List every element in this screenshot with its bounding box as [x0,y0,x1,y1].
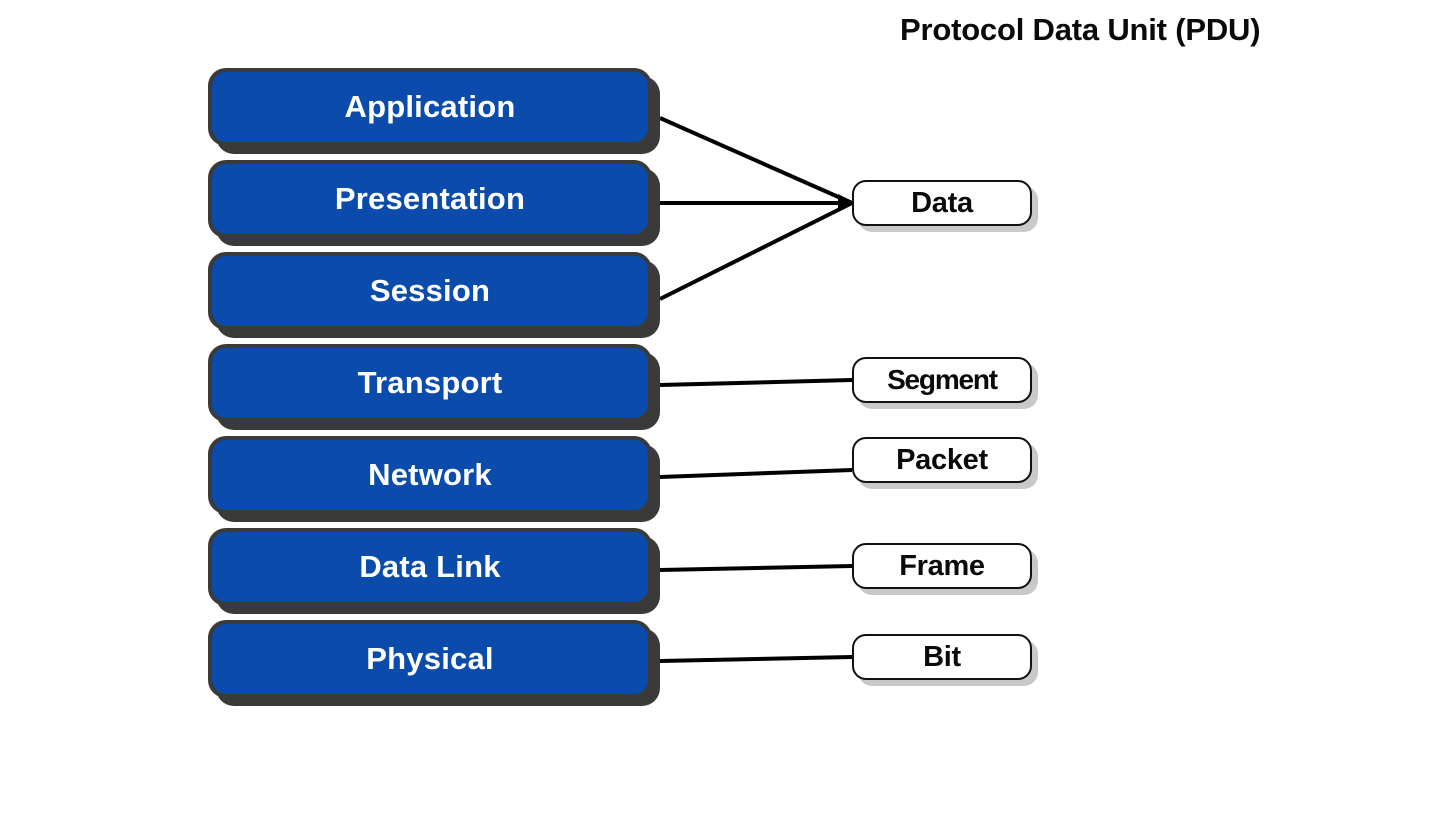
layer-row-transport[interactable]: Transport [208,344,660,430]
layer-box-session[interactable]: Session [208,252,652,330]
layer-box-data-link[interactable]: Data Link [208,528,652,606]
connector-physical-bit [659,655,853,663]
layer-label-application: Application [344,89,516,124]
pdu-label-packet: Packet [896,443,988,476]
osi-layer-stack: Application Presentation Session Transpo… [208,68,660,706]
connector-session-data [659,201,853,301]
page-title: Protocol Data Unit (PDU) [900,12,1261,47]
layer-label-network: Network [368,457,492,492]
layer-label-transport: Transport [357,365,503,400]
layer-row-physical[interactable]: Physical [208,620,660,706]
pdu-box-packet[interactable]: Packet [852,437,1032,483]
pdu-row-bit[interactable]: Bit [852,634,1038,686]
pdu-box-frame[interactable]: Frame [852,543,1032,589]
connector-network-packet [659,468,853,479]
layer-label-session: Session [369,273,491,308]
layer-row-application[interactable]: Application [208,68,660,154]
layer-row-presentation[interactable]: Presentation [208,160,660,246]
connector-transport-segment [659,378,853,387]
pdu-label-frame: Frame [899,549,985,582]
layer-box-presentation[interactable]: Presentation [208,160,652,238]
layer-row-network[interactable]: Network [208,436,660,522]
layer-label-presentation: Presentation [334,181,526,216]
layer-box-transport[interactable]: Transport [208,344,652,422]
layer-row-session[interactable]: Session [208,252,660,338]
layer-box-application[interactable]: Application [208,68,652,146]
pdu-row-frame[interactable]: Frame [852,543,1038,595]
layer-box-network[interactable]: Network [208,436,652,514]
pdu-label-segment: Segment [887,364,998,395]
pdu-box-segment[interactable]: Segment [852,357,1032,403]
layer-box-physical[interactable]: Physical [208,620,652,698]
layer-label-physical: Physical [366,641,494,676]
pdu-row-segment[interactable]: Segment [852,357,1038,409]
connector-datalink-frame [659,564,853,572]
pdu-row-data[interactable]: Data [852,180,1038,232]
pdu-box-data[interactable]: Data [852,180,1032,226]
pdu-row-packet[interactable]: Packet [852,437,1038,489]
pdu-label-data: Data [911,186,973,219]
connector-application-data [659,116,853,205]
layer-label-data-link: Data Link [359,549,501,584]
layer-row-data-link[interactable]: Data Link [208,528,660,614]
pdu-box-bit[interactable]: Bit [852,634,1032,680]
pdu-label-bit: Bit [923,640,961,673]
